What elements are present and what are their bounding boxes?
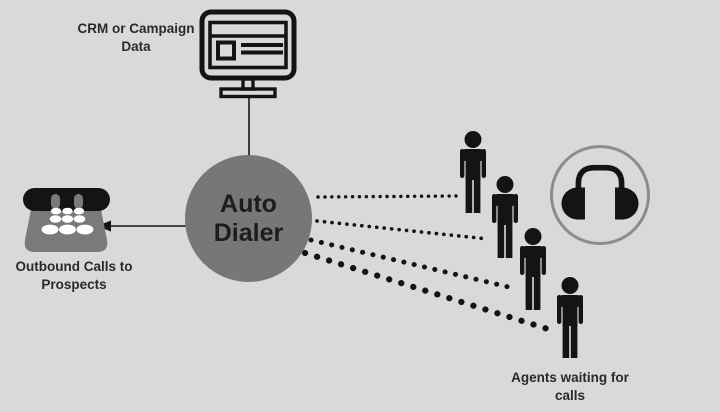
outbound-calls-label: Outbound Calls to Prospects	[8, 258, 140, 294]
auto-dialer-label-line2: Dialer	[213, 218, 284, 247]
dotted-line-agent-4	[301, 249, 555, 334]
monitor-icon	[199, 9, 297, 99]
person-icon	[557, 277, 583, 358]
crm-label: CRM or Campaign Data	[70, 20, 202, 56]
agents-waiting-label: Agents waiting for calls	[504, 369, 636, 405]
dotted-line-agent-2	[315, 219, 490, 241]
telephone-icon	[23, 188, 110, 252]
dotted-line-agent-3	[308, 237, 520, 292]
person-icon	[520, 228, 546, 310]
auto-dialer-node: Auto Dialer	[185, 155, 312, 282]
crm-label-line2: Data	[121, 39, 151, 54]
auto-dialer-label-line1: Auto	[220, 189, 277, 218]
crm-label-line1: CRM or Campaign	[77, 21, 195, 36]
outbound-calls-label-line1: Outbound Calls to	[15, 259, 133, 274]
outbound-calls-label-line2: Prospects	[41, 277, 107, 292]
agents-waiting-label-line1: Agents waiting for	[511, 370, 629, 385]
dotted-line-agent-1	[316, 194, 458, 199]
person-icon	[460, 131, 486, 213]
headset-badge	[550, 145, 650, 245]
headphones-icon	[561, 164, 639, 220]
agents-waiting-label-line2: calls	[554, 388, 586, 403]
person-icon	[492, 176, 518, 258]
